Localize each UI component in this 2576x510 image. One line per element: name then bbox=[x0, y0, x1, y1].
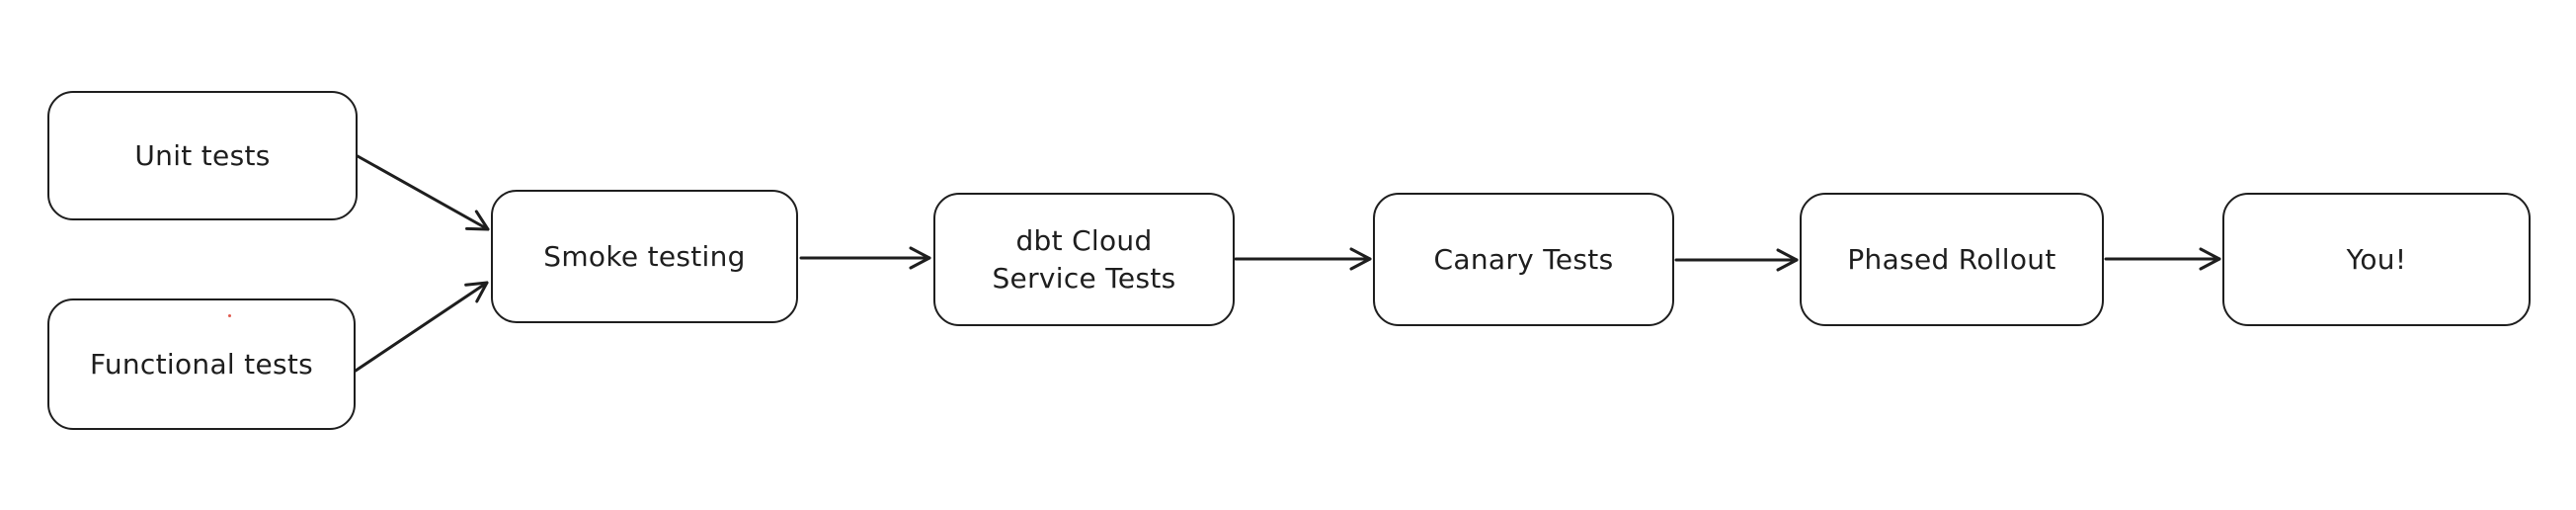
node-functional-tests: Functional tests bbox=[47, 298, 356, 430]
node-dbt-cloud-service-tests: dbt Cloud Service Tests bbox=[933, 193, 1235, 326]
node-dbt-cloud-service-tests-label-line2: Service Tests bbox=[992, 261, 1176, 295]
node-phased-rollout: Phased Rollout bbox=[1800, 193, 2104, 326]
node-smoke-testing: Smoke testing bbox=[491, 190, 798, 323]
node-canary-tests-label: Canary Tests bbox=[1433, 242, 1614, 276]
edge-functional-tests-to-smoke-testing bbox=[354, 281, 489, 373]
node-unit-tests: Unit tests bbox=[47, 91, 358, 220]
node-you-label: You! bbox=[2346, 242, 2407, 276]
node-smoke-testing-label: Smoke testing bbox=[543, 239, 746, 273]
node-functional-tests-label: Functional tests bbox=[89, 347, 314, 381]
node-you: You! bbox=[2222, 193, 2531, 326]
node-canary-tests: Canary Tests bbox=[1373, 193, 1674, 326]
edge-unit-tests-to-smoke-testing bbox=[356, 154, 490, 231]
red-dot-artifact bbox=[228, 314, 231, 317]
node-phased-rollout-label: Phased Rollout bbox=[1847, 242, 2056, 276]
node-dbt-cloud-service-tests-label-line1: dbt Cloud bbox=[1015, 223, 1153, 257]
node-unit-tests-label: Unit tests bbox=[134, 138, 271, 172]
